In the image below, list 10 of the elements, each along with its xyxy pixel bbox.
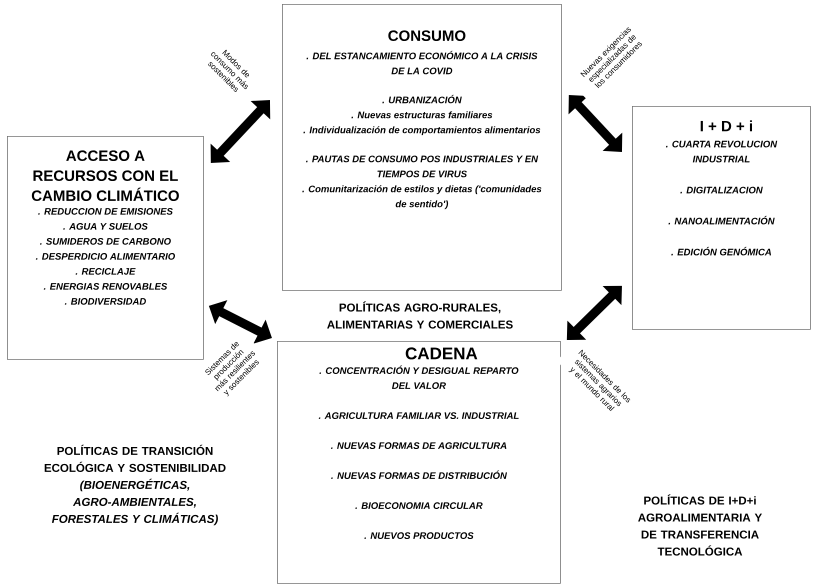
double-arrow: [210, 100, 270, 163]
text-box: ACCESO A RECURSOS CON EL CAMBIO CLIMÁTICO . REDUCCION DE EMISIONES . AGUA Y SUELOS . SUMIDEROS DE CARBONO . DESPERDICIO ALIMENTARIO . RECICLAJE . ENERGIAS RENOVABLES . BIODIVERSIDAD: [7, 136, 204, 360]
double-arrow: [568, 95, 622, 152]
text-box: CADENA . CONCENTRACIÓN Y DESIGUAL REPARTO DEL VALOR . AGRICULTURA FAMILIAR VS. INDUSTRIAL . NUEVAS FORMAS DE AGRICULTURA . NUEVAS FORMAS DE DISTRIBUCIÓN . BIOECONOMIA CIRCULAR . NUEVOS PRODUCTOS: [277, 341, 561, 584]
policy-label: POLÍTICAS DE TRANSICIÓN ECOLÓGICA Y SOSTENIBILIDAD (BIOENERGÉTICAS, AGRO-AMBIENTALES, FORESTALES Y CLIMÁTICAS): [44, 444, 226, 526]
policy-label: POLÍTICAS DE I+D+i AGROALIMENTARIA Y DE TRANSFERENCIA TECNOLÓGICA: [638, 494, 762, 556]
text-box: CONSUMO . DEL ESTANCAMIENTO ECONÓMICO A LA CRISIS DE LA COVID . URBANIZACIÓN . Nuevas estructuras familiares . Individualización de comportamientos alimentarios . PAUTAS DE CONSUMO POS INDUSTRIALES Y EN TIEMPOS DE VIRUS . Comunitarización de estilos y dietas ('comunidades de sentido'): [282, 4, 562, 291]
policy-label: POLÍTICAS AGRO-RURALES, ALIMENTARIAS Y COMERCIALES: [327, 301, 513, 329]
double-arrow: [566, 286, 622, 340]
text-box: I + D + i . CUARTA REVOLUCION INDUSTRIAL . DIGITALIZACION . NANOALIMENTACIÓN . EDICIÓN GENÓMICA: [632, 106, 811, 330]
